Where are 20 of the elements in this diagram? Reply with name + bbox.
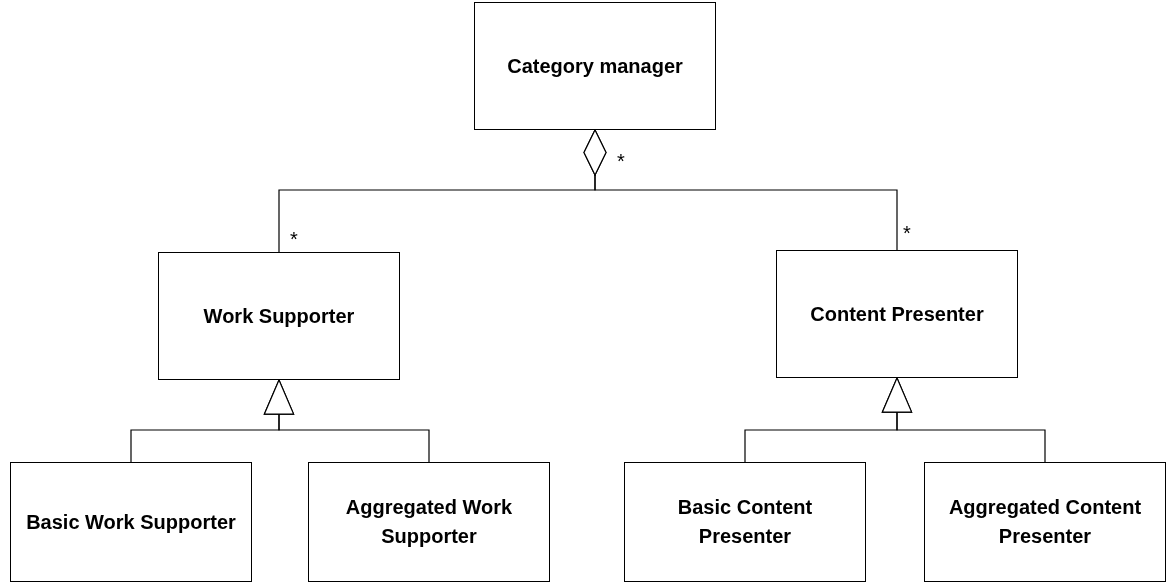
multiplicity-label: *	[617, 149, 625, 174]
class-box	[308, 462, 550, 582]
aggregation-connector	[583, 129, 898, 251]
class-name: Basic Work Supporter	[26, 509, 236, 535]
class-box	[474, 2, 716, 130]
class-name: Basic Content Presenter	[676, 495, 814, 549]
multiplicity-label: *	[903, 221, 911, 246]
generalization-arrow	[263, 379, 430, 463]
class-name: Aggregated Content Presenter	[947, 495, 1143, 549]
class-box	[624, 462, 866, 582]
class-name: Work Supporter	[203, 303, 355, 329]
generalization-arrow	[881, 377, 1046, 463]
class-name: Category manager	[507, 53, 683, 79]
class-box	[10, 462, 252, 582]
class-name: Aggregated Work Supporter	[344, 495, 514, 549]
class-box	[776, 250, 1018, 378]
multiplicity-label: *	[290, 227, 298, 252]
class-name: Content Presenter	[810, 301, 984, 327]
class-box	[924, 462, 1166, 582]
class-box	[158, 252, 400, 380]
